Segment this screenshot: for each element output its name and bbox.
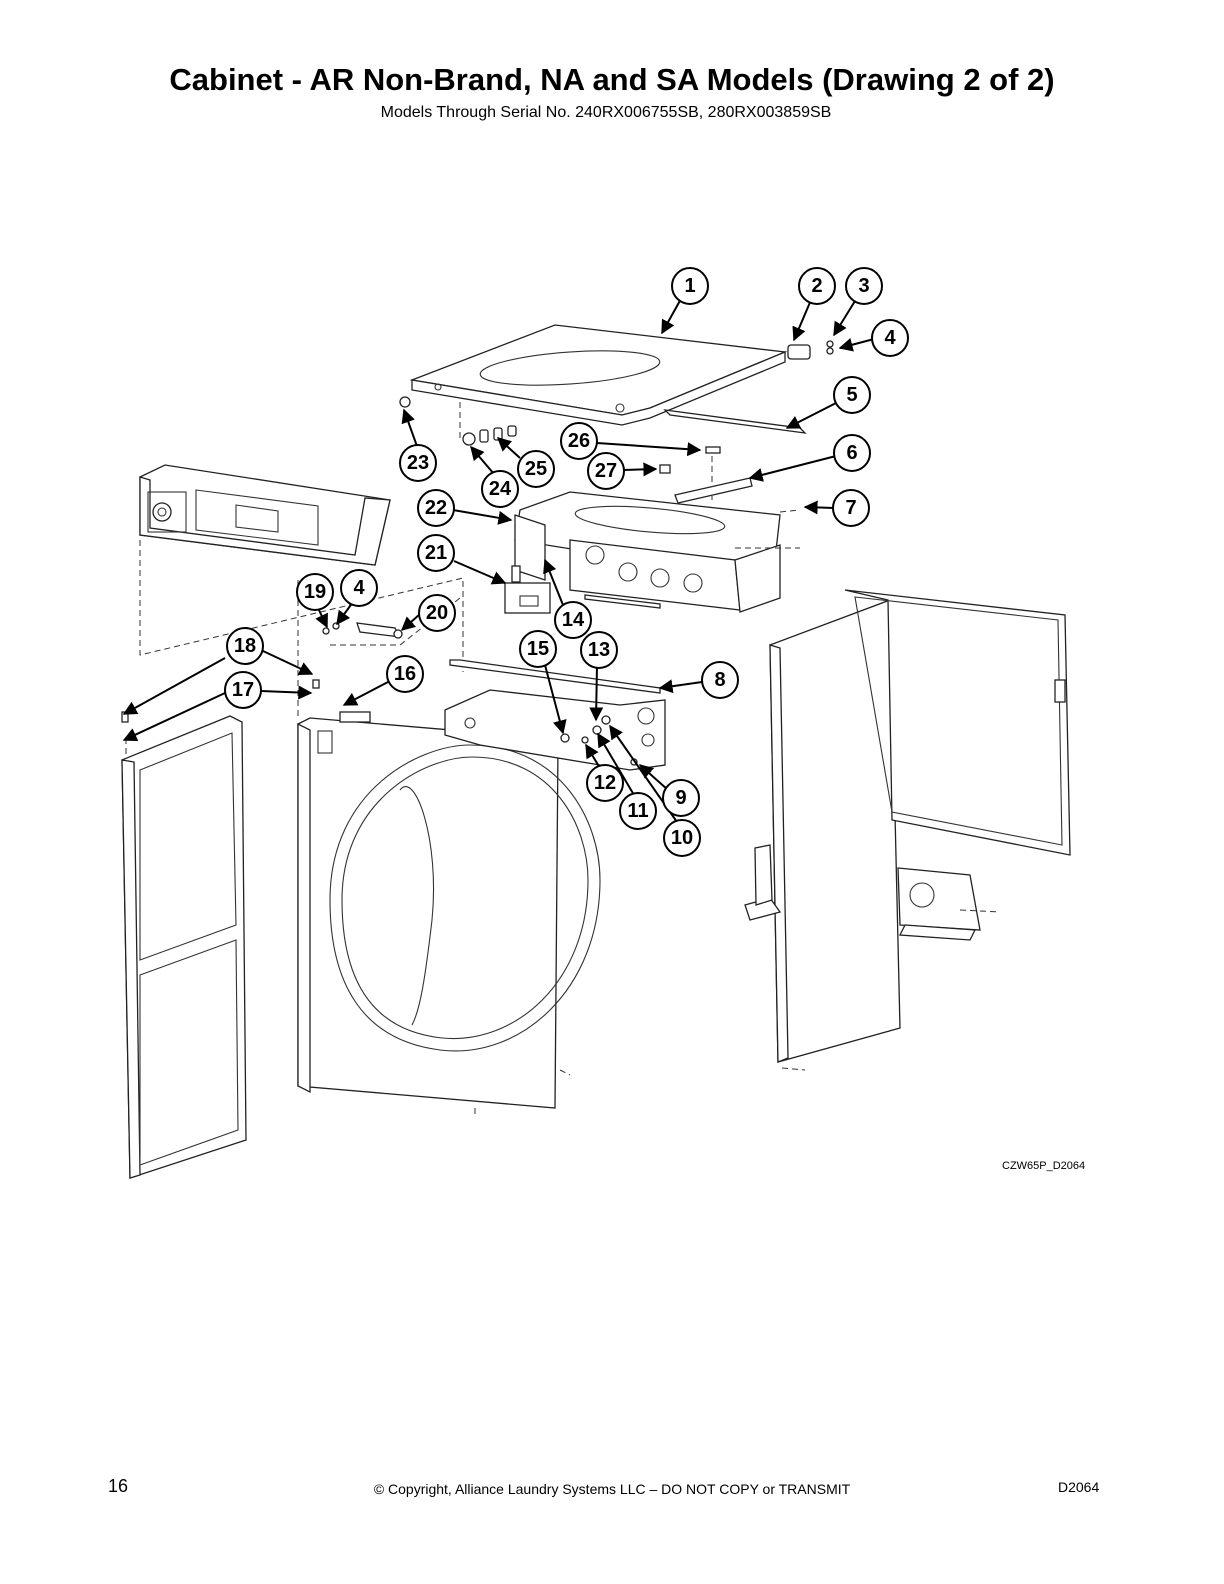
callout-7: 7 [832,489,870,527]
svg-text:7: 7 [845,497,856,519]
svg-text:19: 19 [304,581,326,603]
leader-lines [122,296,875,823]
callout-24: 24 [481,470,519,508]
svg-text:23: 23 [407,452,429,474]
svg-text:27: 27 [595,460,617,482]
drawing-code: CZW65P_D2064 [1002,1160,1086,1172]
callout-16: 16 [386,655,424,693]
svg-text:25: 25 [525,458,547,480]
svg-text:17: 17 [232,679,254,701]
top-support-chassis [514,477,781,613]
callout-25: 25 [517,450,555,488]
callout-22: 22 [417,489,455,527]
svg-text:2: 2 [811,275,822,297]
callout-4: 4 [871,319,909,357]
hinge-bracket [787,340,834,360]
callout-10: 10 [663,819,701,857]
svg-text:11: 11 [627,800,648,822]
svg-text:4: 4 [884,327,896,349]
bracket-20 [322,622,403,639]
svg-text:4: 4 [353,577,365,599]
callout-4b: 4 [340,569,378,607]
bracket-switch [504,565,551,614]
control-console [139,464,391,566]
right-mounting-bracket [744,844,981,941]
callout-12: 12 [586,764,624,802]
svg-text:6: 6 [846,442,857,464]
svg-text:22: 22 [425,497,447,519]
front-panel [297,711,601,1109]
svg-text:8: 8 [714,669,725,691]
svg-text:20: 20 [426,602,448,624]
callout-20: 20 [418,594,456,632]
right-side-panel [769,589,1071,1063]
svg-text:24: 24 [489,478,512,500]
svg-text:5: 5 [846,384,857,406]
svg-text:15: 15 [527,638,549,660]
callout-2: 2 [798,267,836,305]
page-number: 16 [108,1476,129,1496]
svg-text:14: 14 [562,609,585,631]
callout-14: 14 [554,601,592,639]
callout-21: 21 [417,534,455,572]
callout-11: 11 [619,792,657,830]
svg-text:13: 13 [588,639,610,661]
callout-27: 27 [587,452,625,490]
svg-text:12: 12 [594,772,616,794]
callout-3: 3 [845,267,883,305]
document-id: D2064 [1058,1479,1100,1495]
callout-8: 8 [701,661,739,699]
svg-text:1: 1 [684,275,695,297]
callout-17: 17 [224,671,262,709]
callout-6: 6 [833,434,871,472]
top-panel [409,324,788,426]
svg-text:18: 18 [234,635,256,657]
callout-23: 23 [399,444,437,482]
callout-9: 9 [662,779,700,817]
svg-text:26: 26 [568,430,590,452]
copyright-notice: © Copyright, Alliance Laundry Systems LL… [373,1481,851,1497]
callout-26: 26 [560,422,598,460]
svg-text:3: 3 [858,275,869,297]
callout-19: 19 [296,573,334,611]
page-title: Cabinet - AR Non-Brand, NA and SA Models… [169,62,1055,97]
svg-text:9: 9 [675,787,686,809]
left-side-panel [121,679,320,1179]
callout-13: 13 [580,631,618,669]
top-trim-strip [663,409,807,434]
svg-text:21: 21 [425,542,447,564]
page-subtitle: Models Through Serial No. 240RX006755SB,… [380,104,832,121]
svg-text:10: 10 [671,827,693,849]
callout-5: 5 [833,376,871,414]
svg-text:16: 16 [394,663,416,685]
callout-1: 1 [671,267,709,305]
callout-18: 18 [226,627,264,665]
callout-15: 15 [519,630,557,668]
